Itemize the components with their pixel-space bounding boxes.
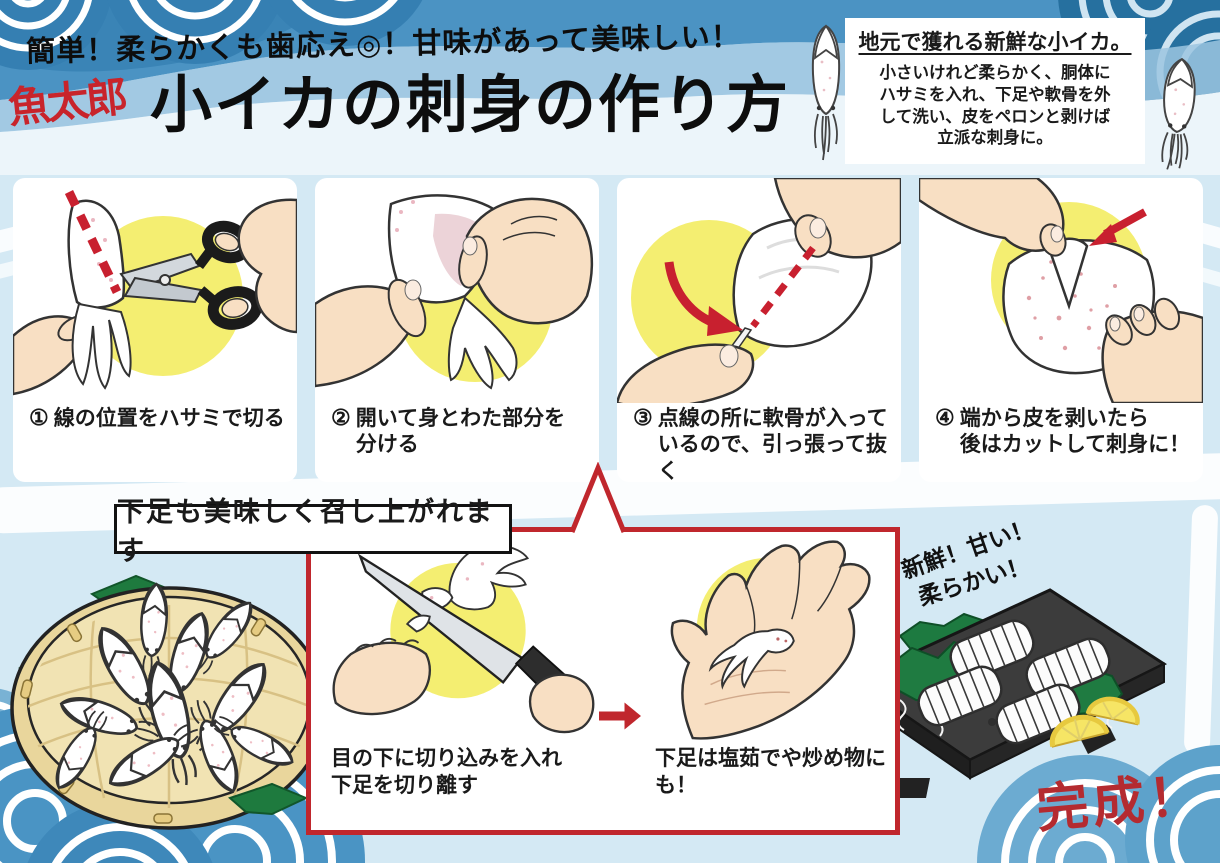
red-curved-arrow-icon [664,261,743,336]
step-panel-2: ② 開いて身とわた部分を 分ける [315,178,599,482]
info-body: 小さいけれど柔らかく、胴体に ハサミを入れ、下足や軟骨を外 して洗い、皮をペロン… [879,63,1111,148]
substep-caption: 下足は塩茹でや炒め物にも！ [655,745,886,798]
hand [237,198,297,334]
step-number: ② [331,405,351,431]
red-dashed-cartilage-line [750,245,816,329]
hand [332,641,431,716]
step-number: ③ [633,405,653,431]
step-caption: ④ 端から皮を剥いたら 後はカットして刺身に！ [935,405,1191,457]
step-panel-3: ③ 点線の所に軟骨が入って いるので、引っ張って抜く [617,178,901,483]
wave-streak [1183,504,1219,756]
step-caption: ① 線の位置をハサミで切る [29,405,285,431]
tentacles [447,296,518,390]
tentacles [71,302,132,390]
red-arrow-icon [599,606,641,826]
step-caption: ③ 点線の所に軟骨が入って いるので、引っ張って抜く [633,405,888,483]
scissors-icon [119,220,263,330]
squid-icon [811,24,841,161]
tentacle-banner: 下足も美味しく召し上がれます [114,497,512,567]
step-number: ① [29,405,49,431]
step-caption: ② 開いて身とわた部分を 分ける [331,405,566,457]
red-arrow-icon [1089,208,1147,246]
peel-skin-illustration [919,178,1203,403]
hand [528,673,595,734]
pull-cartilage-illustration [617,178,901,403]
substep-serve-tentacles: 下足は塩茹でや炒め物にも！ [641,536,899,826]
leaf [228,782,309,816]
intro-info-box: 地元で獲れる新鮮な小イカ。 小さいけれど柔らかく、胴体に ハサミを入れ、下足や軟… [845,18,1145,164]
knife-cut-illustration [332,545,595,734]
plate-foot [896,778,930,798]
hand [919,178,1065,252]
squid-icon [1161,57,1196,170]
open-body-illustration [315,194,594,390]
seigaiha-pattern-bottomright [977,745,1220,863]
lemon-wedge [1085,696,1140,726]
red-dashed-cut-line [64,190,122,294]
done-label: 完成！ [1034,764,1207,841]
palm-tentacles-illustration [670,540,871,740]
substep-cut-tentacles: 目の下に切り込みを入れ 下足を切り離す [317,536,599,826]
hand [465,197,594,325]
speech-bubble-pointer [569,462,627,536]
page-title: 小イカの刺身の作り方 [150,68,791,141]
tentacle-recipe-box: 目の下に切り込みを入れ 下足を切り離す 下足は塩茹でや炒め物にも！ [306,527,900,835]
squid-basket-illustration [10,574,328,830]
info-title: 地元で獲れる新鮮な小イカ。 [858,29,1132,54]
hand [617,343,755,403]
step-panel-1: ① 線の位置をハサミで切る [13,178,297,482]
lemon-wedge [1049,714,1110,748]
step-panel-4: ④ 端から皮を剥いたら 後はカットして刺身に！ [919,178,1203,482]
sashimi-plate-illustration [850,588,1168,798]
scissors-cut-illustration [13,190,297,396]
substep-caption: 目の下に切り込みを入れ 下足を切り離す [331,745,562,798]
seigaiha-pattern-topleft [0,0,423,70]
tentacles [708,628,795,690]
step-number: ④ [935,405,955,431]
